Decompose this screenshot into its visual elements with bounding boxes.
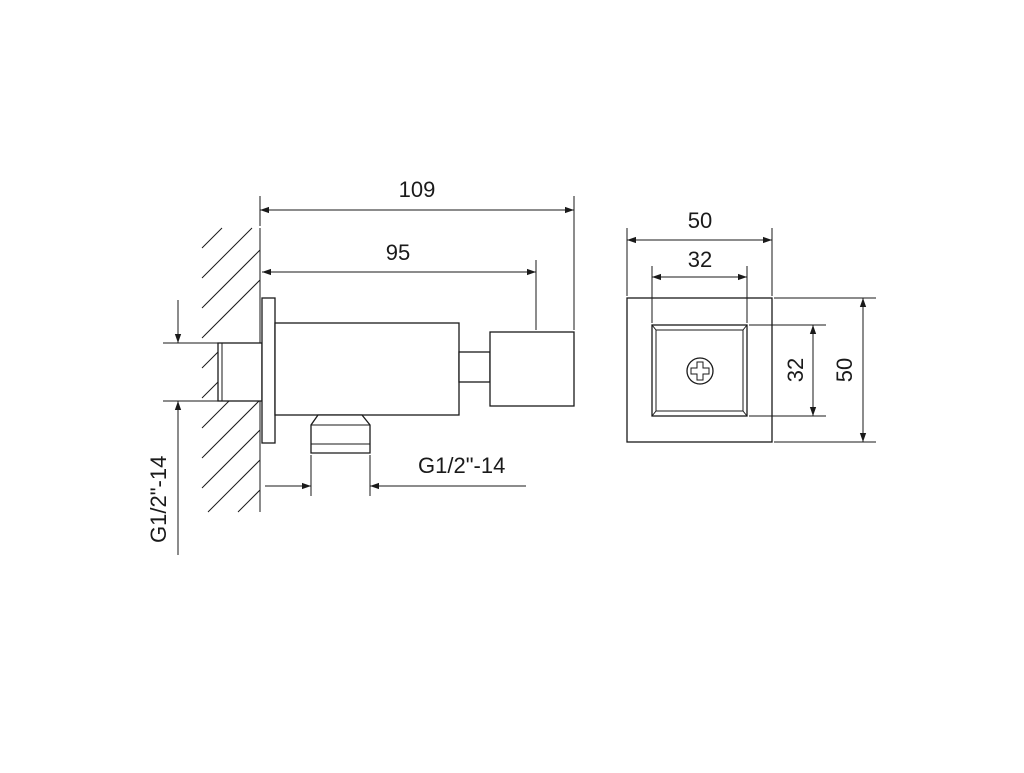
dimension-109: 109	[259, 177, 575, 330]
dimension-outlet-thread: G1/2"-14	[265, 453, 526, 496]
dimension-95: 95	[262, 240, 537, 330]
dim-95-label: 95	[386, 240, 410, 265]
dim-plate-height-label: 50	[832, 358, 857, 382]
dimension-inlet-thread: G1/2"-14	[146, 300, 218, 555]
valve-body	[274, 322, 460, 416]
dimension-face-height: 32	[749, 324, 826, 417]
valve-handle	[489, 331, 575, 407]
outlet-thread-label: G1/2"-14	[418, 453, 505, 478]
wall-flange	[261, 297, 276, 444]
dimension-face-width: 32	[651, 247, 748, 323]
dimension-plate-width: 50	[626, 208, 773, 296]
inlet-thread-label: G1/2"-14	[146, 456, 171, 543]
side-view: 109 95 G1/2"-14 G1/2"-14	[146, 177, 575, 555]
dim-plate-width-label: 50	[688, 208, 712, 233]
dim-face-height-label: 32	[783, 358, 808, 382]
valve-stem	[458, 351, 491, 383]
outlet-connector	[310, 414, 371, 454]
dim-109-label: 109	[399, 177, 436, 202]
front-view: 50 32 32 50	[626, 208, 876, 443]
dim-face-width-label: 32	[688, 247, 712, 272]
screw-icon	[686, 357, 714, 385]
dimension-plate-height: 50	[774, 297, 876, 443]
inlet-thread	[217, 342, 263, 402]
